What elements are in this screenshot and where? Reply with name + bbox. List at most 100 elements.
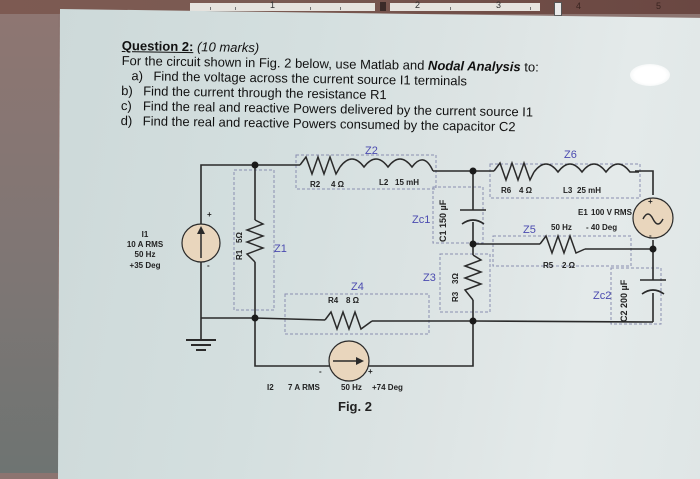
wire [368, 321, 474, 367]
i2-plus: + [368, 367, 373, 376]
screen-glare [630, 64, 670, 86]
z1-label: Z1 [274, 243, 287, 255]
r1-name: R1 [235, 249, 244, 260]
z5-box [492, 235, 632, 267]
r6-value: 4 Ω [519, 186, 533, 195]
r1-value: 5Ω [235, 232, 244, 243]
c2-name: C2 [619, 310, 629, 322]
wire [201, 317, 326, 321]
e1-minus: - [649, 231, 652, 240]
i2-phase: +74 Deg [372, 383, 403, 392]
l2-inductor-icon [339, 158, 434, 172]
c2-capacitor-icon [640, 279, 666, 295]
i2-frequency: 50 Hz [341, 383, 362, 392]
l2-value: 15 mH [395, 178, 419, 187]
l3-inductor-icon [533, 163, 639, 174]
e1-frequency: 50 Hz [551, 223, 572, 232]
junction-nodes [251, 161, 657, 325]
c2-value: 200 µF [619, 279, 629, 308]
c1-value: 150 µF [438, 199, 448, 228]
impedance-boxes [233, 154, 662, 335]
node-dot [649, 245, 657, 253]
i2-name: I2 [267, 383, 274, 392]
r4-name: R4 [328, 296, 339, 305]
e1-ac-voltage-source-icon[interactable] [632, 197, 674, 239]
z2-label: Z2 [365, 145, 378, 157]
ruler-label-4: 4 [576, 1, 582, 11]
ruler-label-1: 1 [270, 0, 276, 10]
r3-resistor-icon [462, 254, 484, 301]
ruler-label-2: 2 [415, 0, 421, 10]
z3-box [439, 253, 491, 313]
ruler-segment[interactable]: 2 3 [390, 0, 540, 11]
z6-label: Z6 [564, 149, 577, 161]
r2-value: 4 Ω [331, 180, 345, 189]
wire [635, 170, 654, 195]
i1-plus: + [207, 210, 212, 219]
r6-resistor-icon [493, 160, 535, 183]
wire [200, 164, 255, 225]
e1-plus: + [648, 197, 653, 206]
i1-minus: - [207, 261, 210, 270]
z3-label: Z3 [423, 272, 436, 284]
i1-current-source-icon[interactable] [181, 223, 221, 263]
l3-value: 25 mH [577, 186, 601, 195]
ruler-tick [210, 7, 211, 10]
r3-value: 3Ω [451, 273, 460, 284]
e1-phase: - 40 Deg [586, 223, 617, 232]
z5-label: Z5 [523, 224, 536, 236]
ruler-tick [450, 7, 451, 10]
r5-name: R5 [543, 261, 554, 270]
inductors [339, 158, 639, 174]
r2-resistor-icon [299, 154, 341, 177]
i1-magnitude: 10 A RMS [127, 240, 164, 249]
l3-name: L3 [563, 186, 573, 195]
i2-current-source-icon[interactable] [328, 340, 370, 382]
i1-frequency: 50 Hz [135, 250, 156, 259]
node-dot [469, 240, 477, 248]
c1-name: C1 [438, 230, 448, 242]
node-dot [469, 167, 477, 175]
zc2-label: Zc2 [593, 290, 611, 302]
document-page [58, 9, 700, 479]
node-dot [251, 161, 259, 169]
wire [254, 318, 330, 367]
resistors [244, 154, 586, 332]
e1-name: E1 [578, 208, 588, 217]
c1-capacitor-icon [460, 209, 486, 225]
ruler-tick [310, 7, 311, 10]
z2-box [295, 154, 437, 190]
ruler-tick [340, 7, 341, 10]
desk-background [0, 14, 58, 473]
r5-value: 2 Ω [562, 261, 576, 270]
zc1-label: Zc1 [412, 214, 430, 226]
ruler-right-indent-marker[interactable] [554, 2, 562, 16]
wire [372, 320, 654, 323]
z4-label: Z4 [351, 281, 364, 293]
wires [200, 164, 654, 367]
z1-box [233, 169, 275, 311]
l2-name: L2 [379, 178, 389, 187]
ground-icon [186, 339, 216, 351]
ruler-label-5: 5 [656, 1, 662, 11]
r5-resistor-icon [539, 233, 586, 256]
i2-minus: - [319, 367, 322, 376]
r4-resistor-icon [324, 309, 373, 332]
capacitors [460, 209, 666, 295]
ruler-tick [235, 7, 236, 10]
r6-name: R6 [501, 186, 512, 195]
z6-box [489, 163, 641, 199]
r4-value: 8 Ω [346, 296, 360, 305]
zc1-box [432, 186, 484, 244]
node-dot [469, 317, 477, 325]
r3-name: R3 [451, 291, 460, 302]
i1-name: I1 [142, 230, 149, 239]
zc2-box [610, 267, 662, 325]
ruler-segment[interactable]: 1 [190, 0, 375, 11]
z4-box [284, 293, 430, 335]
ruler-indent-marker[interactable] [380, 2, 386, 11]
ruler-tick [530, 7, 531, 10]
r2-name: R2 [310, 180, 321, 189]
figure-caption: Fig. 2 [338, 399, 372, 414]
r1-resistor-icon [244, 219, 266, 263]
